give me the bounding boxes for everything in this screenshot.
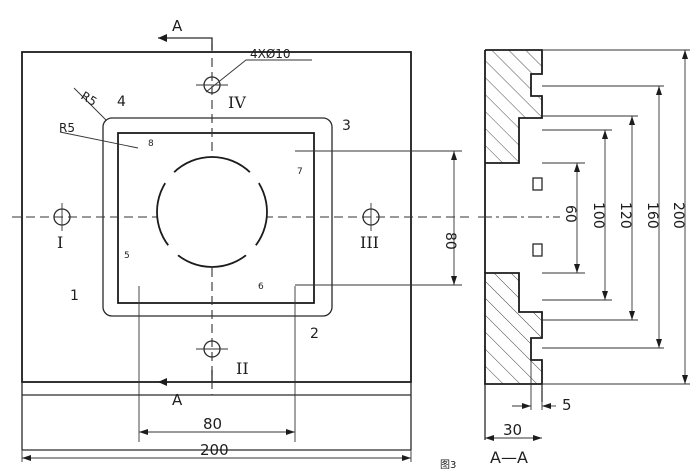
hole-label-II: II <box>236 359 249 378</box>
fillet-inner-leader <box>59 131 139 149</box>
dim-30: 30 <box>503 421 522 439</box>
holes-callout-leader <box>205 59 312 93</box>
holes-callout: 4XØ10 <box>250 47 291 61</box>
dim-5: 5 <box>562 396 572 414</box>
dim-100: 100 <box>590 202 606 229</box>
slot-label-8: 8 <box>148 139 154 149</box>
section-mark-top: A <box>172 17 183 35</box>
cross-slot-shape <box>130 137 304 295</box>
dim-200-height: 200 <box>670 202 686 229</box>
corner-label-3: 3 <box>342 118 351 134</box>
fillet-inner-callout: R5 <box>59 121 75 135</box>
dim-arrow <box>451 151 457 160</box>
section-arrow-bottom <box>158 370 213 383</box>
front-view: A A 4XØ10 R5 R5 4 3 1 2 I II III IV 8 7 … <box>12 17 473 462</box>
corner-label-2: 2 <box>310 326 319 342</box>
dim-200-width: 200 <box>200 441 229 459</box>
hole-I-symbol <box>53 203 71 231</box>
dim-60: 60 <box>562 205 578 223</box>
corner-label-1: 1 <box>70 288 79 304</box>
section-arrow-bottom-head <box>158 378 167 386</box>
dim-arrow <box>22 455 31 461</box>
corner-label-4: 4 <box>117 94 126 110</box>
fillet-outer-leader <box>73 87 107 121</box>
hole-label-III: III <box>360 233 379 252</box>
dim-80-height: 80 <box>442 232 458 250</box>
hole-II-symbol <box>196 340 228 358</box>
hole-IV-symbol <box>196 76 228 94</box>
dim-80-width: 80 <box>203 415 222 433</box>
section-view-AA: 60 100 120 160 200 5 30 A—A 图3 <box>440 49 690 471</box>
section-mark-bottom: A <box>172 391 183 409</box>
section-arrow-top-head <box>158 34 167 42</box>
slot-label-7: 7 <box>297 167 303 177</box>
dim-arrow <box>402 455 411 461</box>
dim-arrow <box>286 429 295 435</box>
fillet-outer-callout: R5 <box>78 89 99 109</box>
slot-label-5: 5 <box>124 251 130 261</box>
hole-label-I: I <box>57 233 63 252</box>
dim-arrow <box>139 429 148 435</box>
section-outline <box>484 49 543 385</box>
hole-label-IV: IV <box>228 93 246 112</box>
hole-III-symbol <box>362 203 380 231</box>
figure-caption: 图3 <box>440 459 456 471</box>
section-title: A—A <box>490 448 528 467</box>
dim-arrow <box>451 276 457 285</box>
pocket-inner-outline <box>117 132 315 304</box>
dim-160: 160 <box>644 202 660 229</box>
section-arrow-top <box>158 37 213 50</box>
dim-120: 120 <box>617 202 633 229</box>
slot-label-6: 6 <box>258 282 264 292</box>
